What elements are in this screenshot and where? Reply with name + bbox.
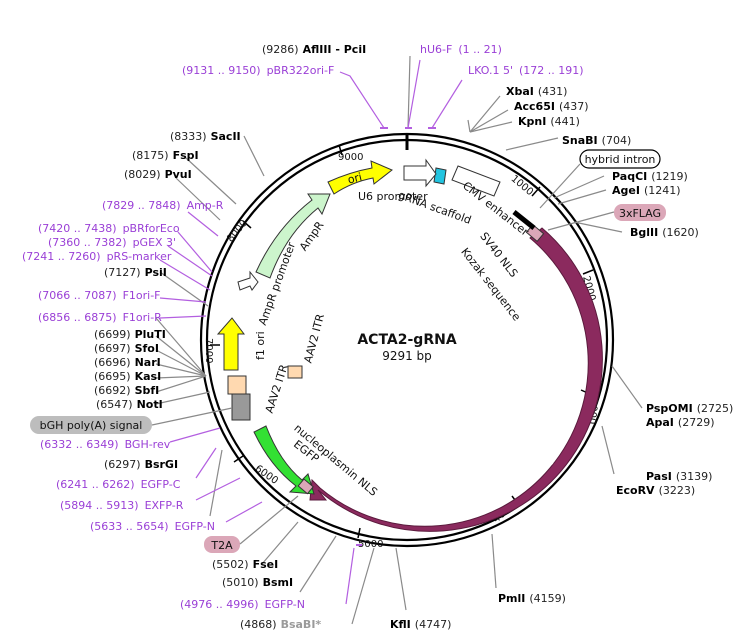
primer-label-egfp-n-2: (4976 .. 4996)EGFP-N [180, 598, 305, 611]
primer-label-pgex3: (7360 .. 7382)pGEX 3' [48, 236, 176, 249]
f1-ori-feature [216, 317, 245, 371]
flag-text: 3xFLAG [619, 207, 661, 220]
tick-label: 5000 [358, 539, 383, 550]
primer-label-f1ori-r: (6856 .. 6875)F1ori-R [38, 311, 162, 324]
site-label-pspOMI: PspOMI(2725) [646, 402, 733, 415]
primer-label-amp-r: (7829 .. 7848)Amp-R [102, 199, 224, 212]
site-label-bglII: BglII(1620) [630, 226, 699, 239]
site-label-fseI: (5502)FseI [212, 558, 278, 571]
grna-scaffold-feature [433, 167, 447, 185]
f1-ori-label: f1 ori [254, 331, 267, 360]
tick-label: 9000 [338, 152, 363, 163]
site-label-aflIII-pciI: (9286)AflIII - PciI [262, 43, 366, 56]
t2a-box: T2A [204, 536, 240, 553]
cmv-enhancer-feature [451, 165, 501, 197]
site-label-narI: (6696)NarI [94, 356, 161, 369]
site-label-psiI: (7127)PsiI [104, 266, 167, 279]
site-label-pvuI: (8029)PvuI [124, 168, 192, 181]
egfp-feature [253, 425, 315, 495]
aav2-itr-left-label: AAV2 ITR [263, 363, 291, 415]
aav2-itr-center-label: AAV2 ITR [301, 312, 327, 364]
tick-label: 7000 [203, 338, 214, 363]
plasmid-title: ACTA2-gRNA [357, 332, 456, 348]
nucleoplasmin-nls-block [297, 478, 314, 495]
site-label-kflI: KflI(4747) [390, 618, 451, 631]
primer-label-pbr322ori-f: (9131 .. 9150)pBR322ori-F [182, 64, 334, 77]
primer-label-f1ori-f: (7066 .. 7087)F1ori-F [38, 289, 161, 302]
kozak-sequence-label: Kozak sequence [458, 245, 523, 323]
site-leaders [155, 55, 643, 625]
site-label-ageI: AgeI(1241) [612, 184, 681, 197]
primer-labels: hU6-F(1 .. 21) LKO.1 5'(172 .. 191) (913… [22, 43, 584, 611]
hybrid-intron-block [512, 210, 536, 230]
aav2-itr-left-feature [227, 375, 247, 395]
site-label-bsaBI: (4868)BsaBI* [240, 618, 321, 631]
bgh-leader [151, 407, 233, 426]
u6-promoter-feature [403, 158, 437, 188]
plasmid-size: 9291 bp [382, 349, 432, 363]
site-label-fspI: (8175)FspI [132, 149, 199, 162]
site-labels: (9286)AflIII - PciI XbaI(431) Acc65I(437… [94, 43, 733, 631]
site-label-acc65I: Acc65I(437) [514, 100, 589, 113]
site-label-notI: (6547)NotI [96, 398, 163, 411]
primer-label-hu6-f: hU6-F(1 .. 21) [420, 43, 502, 56]
site-label-kasI: (6695)KasI [94, 370, 161, 383]
primer-leaders [159, 59, 463, 605]
site-label-kpnI: KpnI(441) [518, 115, 580, 128]
ampr-feature [255, 193, 331, 279]
site-label-xbaI: XbaI(431) [506, 85, 567, 98]
site-label-ecoRV: EcoRV(3223) [616, 484, 695, 497]
site-label-pluTI: (6699)PluTI [94, 328, 166, 341]
grna-scaffold-label: gRNA scaffold [396, 188, 473, 226]
hybrid-intron-text: hybrid intron [585, 153, 656, 166]
primer-label-lko1: LKO.1 5'(172 .. 191) [468, 64, 584, 77]
cas9-feature [309, 227, 603, 532]
u6-promoter-label: U6 promoter [358, 190, 428, 203]
site-label-sfoI: (6697)SfoI [94, 342, 159, 355]
bgh-polya-feature [231, 393, 251, 421]
tick-label: 8000 [225, 218, 250, 245]
ampr-promoter-feature [237, 270, 259, 291]
primer-label-egfp-c: (6241 .. 6262)EGFP-C [56, 478, 181, 491]
hybrid-intron-box: hybrid intron [579, 149, 661, 169]
sv40-nls-block [525, 223, 545, 243]
site-label-pasI: PasI(3139) [646, 470, 712, 483]
t2a-text: T2A [210, 539, 233, 552]
site-label-pmlI: PmlI(4159) [498, 592, 566, 605]
site-label-paqCI: PaqCI(1219) [612, 170, 688, 183]
site-label-snabI: SnaBI(704) [562, 134, 631, 147]
site-label-sacII: (8333)SacII [170, 130, 241, 143]
ori-feature [327, 160, 393, 195]
flag-leader [547, 211, 615, 231]
ori-label: ori [346, 170, 363, 186]
primer-ticks [356, 127, 436, 546]
primer-label-exfp-r: (5894 .. 5913)EXFP-R [60, 499, 184, 512]
primer-label-pbrforeco: (7420 .. 7438)pBRforEco [38, 222, 180, 235]
primer-label-bgh-rev: (6332 .. 6349)BGH-rev [40, 438, 171, 451]
flag-box: 3xFLAG [614, 204, 666, 221]
aav2-itr-center-feature [287, 365, 303, 379]
primer-label-egfp-n-1: (5633 .. 5654)EGFP-N [90, 520, 215, 533]
site-label-bsmI: (5010)BsmI [222, 576, 293, 589]
bgh-box: bGH poly(A) signal [30, 416, 152, 434]
site-label-apaI: ApaI(2729) [646, 416, 714, 429]
site-label-sbfI: (6692)SbfI [94, 384, 159, 397]
bgh-text: bGH poly(A) signal [40, 419, 143, 432]
primer-label-prs-marker: (7241 .. 7260)pRS-marker [22, 250, 172, 263]
t2a-leader [239, 495, 299, 545]
site-label-bsrGI: (6297)BsrGI [104, 458, 178, 471]
hybrid-intron-leader [539, 163, 581, 209]
